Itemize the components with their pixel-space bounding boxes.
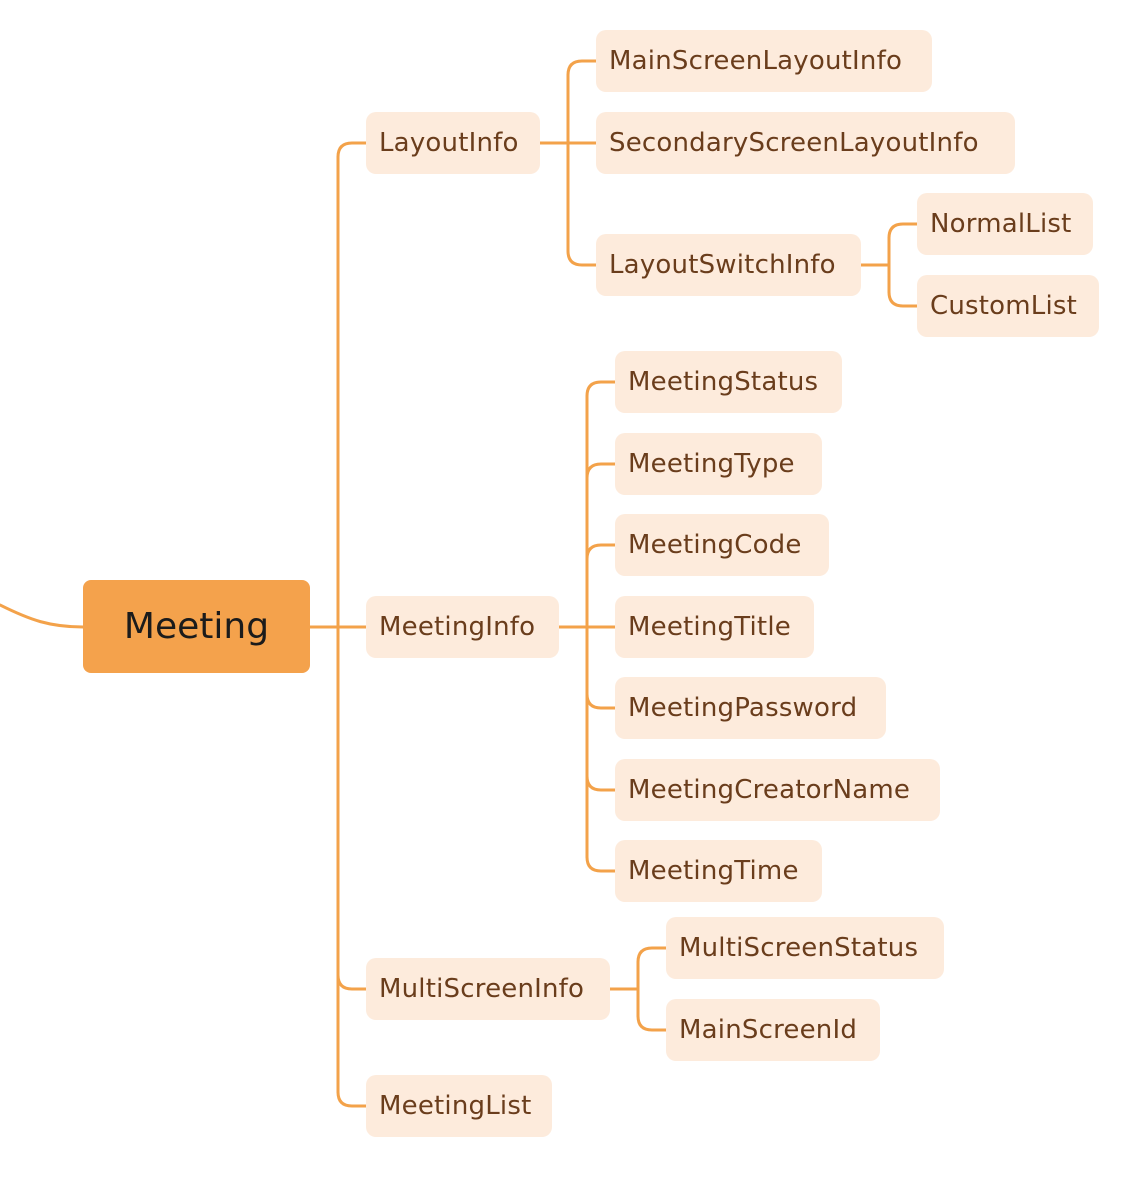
- node-label: MeetingCreatorName: [628, 775, 911, 805]
- node-layout-switch-info[interactable]: LayoutSwitchInfo: [596, 234, 861, 296]
- node-custom-list[interactable]: CustomList: [917, 275, 1099, 337]
- node-meeting-info[interactable]: MeetingInfo: [366, 596, 559, 658]
- node-label: MeetingCode: [628, 530, 802, 560]
- node-meeting-title[interactable]: MeetingTitle: [615, 596, 814, 658]
- root-incoming-line: [0, 603, 85, 629]
- node-label: MeetingTime: [628, 856, 799, 886]
- meeting-info-branches-branch-0: [585, 380, 617, 398]
- node-label: MeetingList: [379, 1091, 532, 1121]
- root-branches-branch-3: [336, 1090, 368, 1108]
- node-label: MeetingTitle: [628, 612, 791, 642]
- node-meeting-type[interactable]: MeetingType: [615, 433, 822, 495]
- node-layout-info[interactable]: LayoutInfo: [366, 112, 540, 174]
- multi-screen-branches-branch-1: [636, 1014, 668, 1032]
- node-label: MeetingInfo: [379, 612, 536, 642]
- node-main-screen-id[interactable]: MainScreenId: [666, 999, 880, 1061]
- node-meeting-code[interactable]: MeetingCode: [615, 514, 829, 576]
- node-label: MeetingType: [628, 449, 795, 479]
- node-label: SecondaryScreenLayoutInfo: [609, 128, 979, 158]
- node-label: LayoutInfo: [379, 128, 519, 158]
- meeting-info-branches-branch-5: [585, 774, 617, 792]
- meeting-info-branches-branch-1: [585, 462, 617, 480]
- layout-info-branches-branch-0: [566, 59, 598, 77]
- node-meeting-status[interactable]: MeetingStatus: [615, 351, 842, 413]
- node-label: MultiScreenStatus: [679, 933, 919, 963]
- node-multi-screen-info[interactable]: MultiScreenInfo: [366, 958, 610, 1020]
- node-meeting-list[interactable]: MeetingList: [366, 1075, 552, 1137]
- node-label: MainScreenLayoutInfo: [609, 46, 903, 76]
- node-main-screen-layout-info[interactable]: MainScreenLayoutInfo: [596, 30, 932, 92]
- node-label: MeetingPassword: [628, 693, 858, 723]
- node-meeting-creator-name[interactable]: MeetingCreatorName: [615, 759, 940, 821]
- meeting-info-branches-branch-6: [585, 855, 617, 873]
- node-label: MultiScreenInfo: [379, 974, 585, 1004]
- root-node-label: Meeting: [123, 606, 270, 647]
- root-branches-branch-0: [336, 141, 368, 159]
- meeting-info-branches-branch-2: [585, 543, 617, 561]
- node-secondary-screen-layout-info[interactable]: SecondaryScreenLayoutInfo: [596, 112, 1015, 174]
- node-label: MeetingStatus: [628, 367, 819, 397]
- node-normal-list[interactable]: NormalList: [917, 193, 1093, 255]
- node-label: NormalList: [930, 209, 1072, 239]
- node-label: LayoutSwitchInfo: [609, 250, 836, 280]
- node-meeting-time[interactable]: MeetingTime: [615, 840, 822, 902]
- multi-screen-branches-branch-0: [636, 946, 668, 964]
- node-meeting-password[interactable]: MeetingPassword: [615, 677, 886, 739]
- node-label: CustomList: [930, 291, 1078, 321]
- node-label: MainScreenId: [679, 1015, 858, 1045]
- layout-info-branches-branch-2: [566, 249, 598, 267]
- meeting-info-branches-branch-4: [585, 692, 617, 710]
- node-multi-screen-status[interactable]: MultiScreenStatus: [666, 917, 944, 979]
- layout-switch-branches-branch-0: [887, 222, 919, 240]
- root-node-meeting[interactable]: Meeting: [83, 580, 310, 673]
- root-branches-branch-2: [336, 973, 368, 991]
- layout-switch-branches-branch-1: [887, 290, 919, 308]
